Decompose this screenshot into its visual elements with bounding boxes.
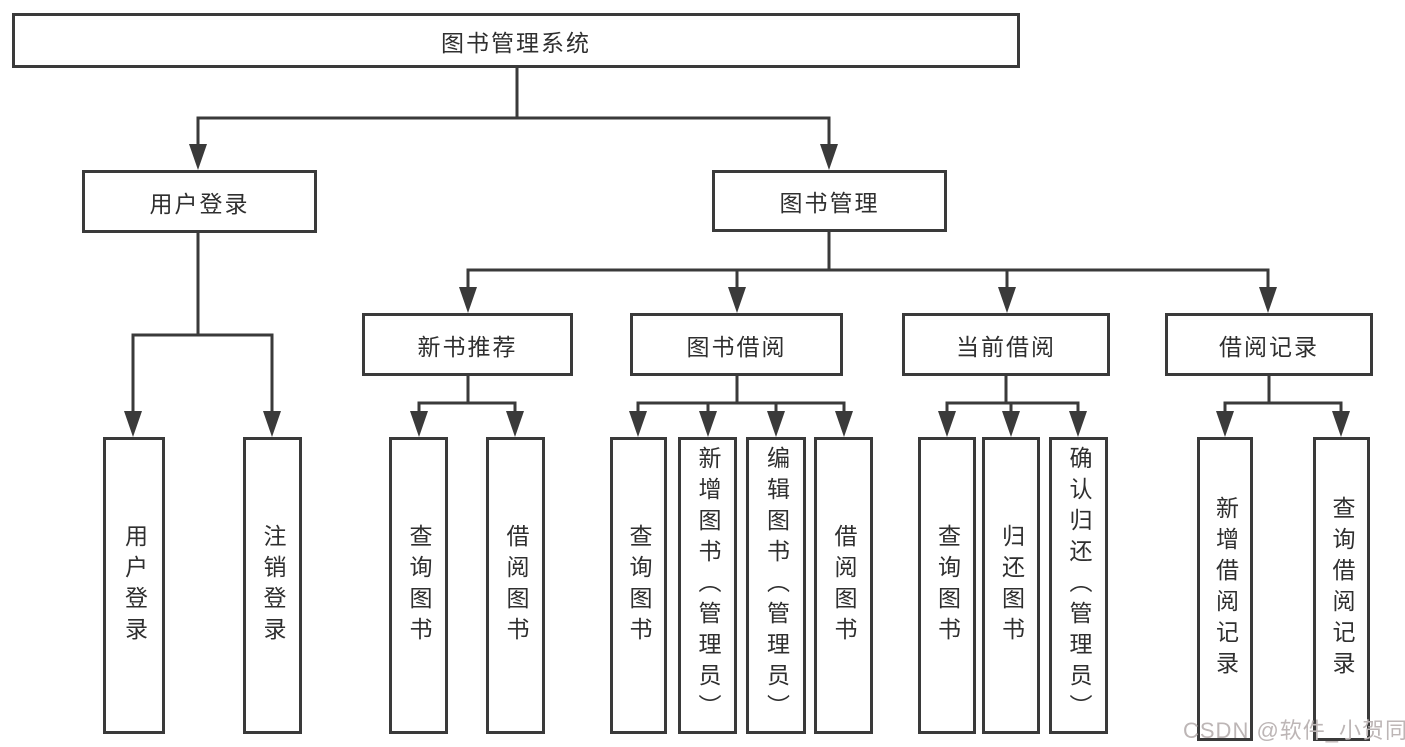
arrowhead [998, 287, 1016, 313]
arrowhead [699, 411, 717, 437]
arrowhead [1216, 411, 1234, 437]
leaf-borrow-books: 借阅图书 [814, 437, 873, 734]
node-library-management-system: 图书管理系统 [12, 13, 1020, 68]
leaf-logout: 注销登录 [243, 437, 302, 734]
leaf-borrow-books-recommend: 借阅图书 [486, 437, 545, 734]
node-book-borrowing: 图书借阅 [630, 313, 843, 376]
arrowhead [1069, 411, 1087, 437]
leaf-query-books-borrowing: 查询图书 [610, 437, 667, 734]
leaf-add-books-admin: 新增图书（管理员） [678, 437, 737, 734]
node-user-login-branch: 用户登录 [82, 170, 317, 233]
arrowhead [1259, 287, 1277, 313]
arrowhead [410, 411, 428, 437]
arrowhead [124, 411, 142, 437]
leaf-return-books: 归还图书 [982, 437, 1040, 734]
arrowhead [629, 411, 647, 437]
leaf-query-books-current: 查询图书 [918, 437, 976, 734]
connector-book-borrow [636, 374, 846, 421]
arrowhead [263, 411, 281, 437]
csdn-watermark: CSDN @软件_小贺同学 [1183, 718, 1405, 743]
leaf-query-books-recommend: 查询图书 [389, 437, 448, 734]
arrowhead [728, 287, 746, 313]
leaf-user-login: 用户登录 [103, 437, 165, 734]
leaf-edit-books-admin: 编辑图书（管理员） [746, 437, 806, 734]
connector-new-book [417, 374, 517, 421]
connector-current-borrow [945, 374, 1080, 421]
arrowhead [835, 411, 853, 437]
arrowhead [1002, 411, 1020, 437]
arrowhead [767, 411, 785, 437]
node-new-book-recommend: 新书推荐 [362, 313, 573, 376]
arrowhead [506, 411, 524, 437]
node-current-borrowing: 当前借阅 [902, 313, 1110, 376]
connector-book-management [466, 230, 1270, 297]
connector-root [196, 66, 831, 154]
arrowhead [820, 144, 838, 170]
leaf-add-borrow-record: 新增借阅记录 [1197, 437, 1253, 741]
connector-borrow-records [1223, 374, 1343, 421]
arrowhead [189, 144, 207, 170]
leaf-confirm-return-admin: 确认归还（管理员） [1049, 437, 1108, 734]
arrowhead [938, 411, 956, 437]
arrowhead [459, 287, 477, 313]
arrowhead [1332, 411, 1350, 437]
connector-user-login [131, 231, 274, 421]
leaf-query-borrow-record: 查询借阅记录 [1313, 437, 1370, 741]
node-borrow-records: 借阅记录 [1165, 313, 1373, 376]
node-book-management-branch: 图书管理 [712, 170, 947, 232]
